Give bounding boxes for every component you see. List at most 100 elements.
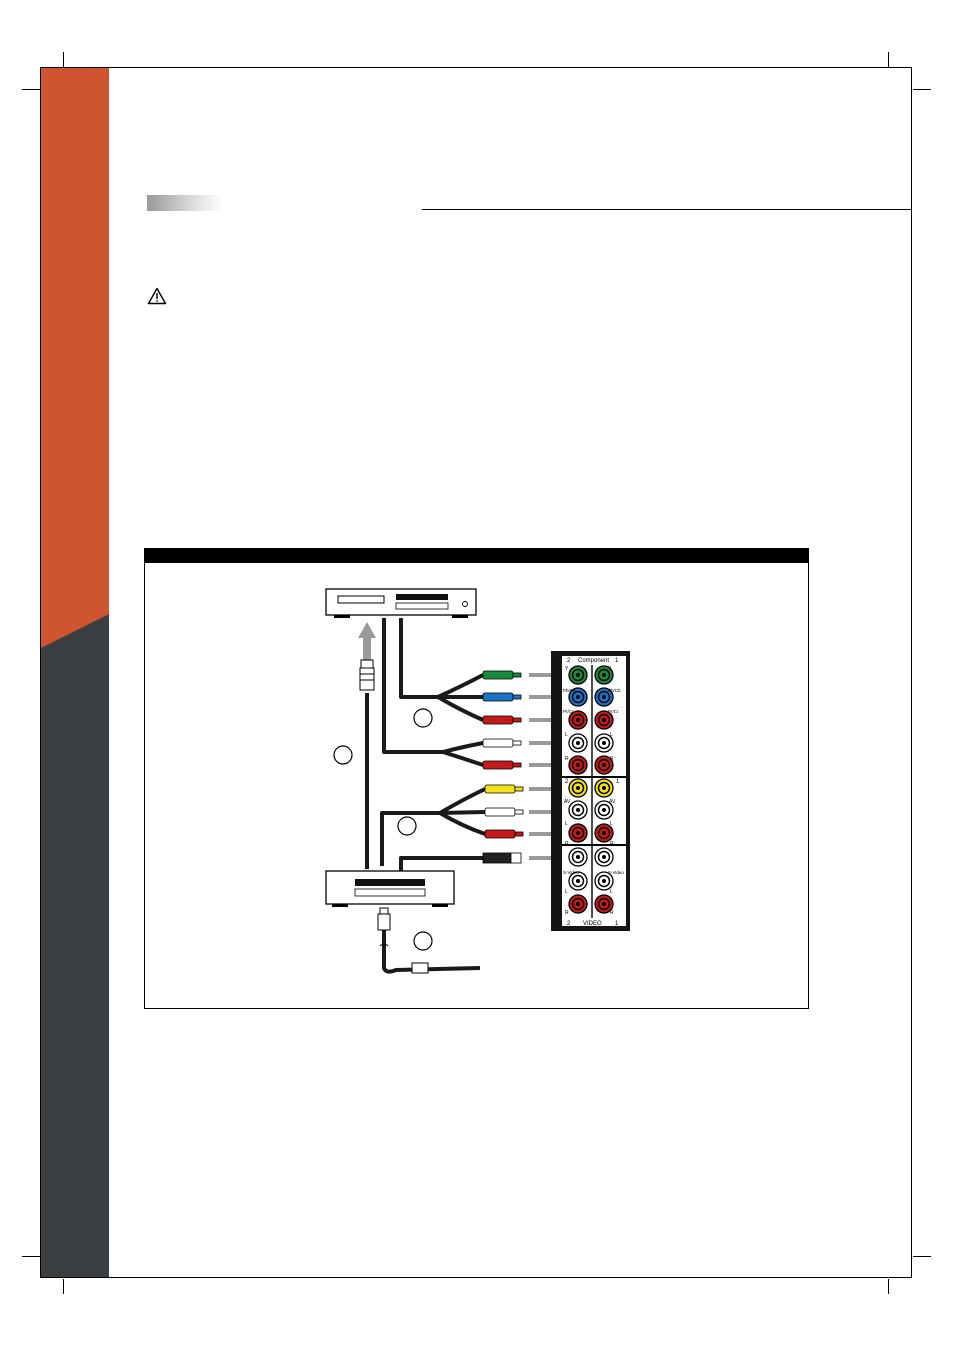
jack-pin xyxy=(576,879,580,883)
jack-ring xyxy=(597,897,611,911)
jack-ring xyxy=(571,826,585,840)
label-video-l-right: L xyxy=(610,889,613,895)
label-r-left: R xyxy=(565,756,569,762)
video-col-right: 1 xyxy=(615,921,619,927)
plug-white-2 xyxy=(484,807,524,817)
jack-ring xyxy=(597,850,611,864)
video-footer: VIDEO xyxy=(583,921,602,927)
av-col-right: 1 xyxy=(616,779,620,785)
jack-pin xyxy=(576,831,580,835)
component-cable xyxy=(399,618,438,699)
jack-pin xyxy=(602,763,606,767)
label-pb-right: Pb/Cb xyxy=(608,688,621,693)
crop-mark-bl-h xyxy=(22,1256,40,1257)
plug-red-1 xyxy=(482,760,522,770)
vcr xyxy=(325,870,455,907)
jack-pin xyxy=(602,786,606,790)
label-l-left: L xyxy=(565,732,568,738)
jack-pin xyxy=(602,831,606,835)
section-heading-rule xyxy=(422,209,911,210)
jack-ring xyxy=(597,690,611,704)
label-video-r-right: R xyxy=(610,910,614,916)
jack-pin xyxy=(602,808,606,812)
jack-ring xyxy=(571,897,585,911)
circle-marker-icon xyxy=(333,708,433,951)
jack-pin xyxy=(602,879,606,883)
label-video-r-left: R xyxy=(565,910,569,916)
jack-ring xyxy=(571,736,585,750)
rca-plugs xyxy=(482,670,524,864)
side-band xyxy=(41,68,109,1277)
component-col-right: 1 xyxy=(615,658,619,664)
rf-connector xyxy=(359,659,375,691)
component-header: Component xyxy=(578,658,609,664)
connection-diagram-box xyxy=(144,548,809,1009)
jack-pin xyxy=(576,673,580,677)
label-svideo-left: S-Video xyxy=(563,870,579,875)
arrow-up-icon xyxy=(358,622,376,660)
connection-diagram-header xyxy=(145,549,808,563)
jack-ring xyxy=(597,781,611,795)
label-pr-left: Pr/Cr xyxy=(563,709,574,714)
crop-mark-bl-v xyxy=(63,1279,64,1294)
antenna-cable xyxy=(382,930,481,974)
crop-mark-tr-h xyxy=(913,89,931,90)
jack-ring xyxy=(571,668,585,682)
plug-white-1 xyxy=(482,738,522,748)
label-video-l-left: L xyxy=(565,889,568,895)
section-heading-bar xyxy=(147,195,223,211)
audio-cable-1 xyxy=(382,618,443,754)
page-frame xyxy=(40,67,912,1278)
jack-ring xyxy=(597,803,611,817)
component-col-left: 2 xyxy=(567,658,571,664)
label-av-left: AV xyxy=(564,799,571,805)
plug-svideo xyxy=(482,852,522,864)
label-r-right: R xyxy=(610,756,614,762)
jack-pin xyxy=(602,855,606,859)
jack-pin xyxy=(576,718,580,722)
jack-ring xyxy=(597,826,611,840)
svideo-cable xyxy=(399,856,483,871)
label-pb-left: Pb/Cb xyxy=(563,688,576,693)
jack-pin xyxy=(602,902,606,906)
plug-yellow xyxy=(484,784,524,794)
jack-ring xyxy=(597,736,611,750)
label-av-l-right: L xyxy=(610,821,613,827)
jack-ring xyxy=(571,713,585,727)
warning-triangle-icon xyxy=(147,287,167,305)
jack-pin xyxy=(602,718,606,722)
label-av-l-left: L xyxy=(565,821,568,827)
label-y-left: Y xyxy=(565,666,569,672)
plug-green xyxy=(482,670,522,680)
jack-ring xyxy=(571,874,585,888)
label-y-right: Y xyxy=(608,666,612,672)
plug-red-pr xyxy=(482,715,522,725)
crop-mark-br-v xyxy=(888,1279,889,1294)
jack-pin xyxy=(602,695,606,699)
jack-ring xyxy=(571,690,585,704)
av-cable xyxy=(380,811,440,866)
crop-mark-tl-h xyxy=(22,89,40,90)
jack-ring xyxy=(571,803,585,817)
jack-ring xyxy=(597,713,611,727)
jack-pin xyxy=(576,855,580,859)
crop-mark-tl-v xyxy=(63,52,64,67)
jack-pin xyxy=(602,741,606,745)
jack-pin xyxy=(576,763,580,767)
label-av-r-right: R xyxy=(610,841,614,847)
video-col-left: 2 xyxy=(567,921,571,927)
connection-diagram: 2 Component 1 Y Y Pb/Cb Pb/Cb Pr/Cr Pr/C… xyxy=(325,588,630,974)
jack-ring xyxy=(571,850,585,864)
plug-red-2 xyxy=(484,829,524,839)
crop-mark-br-h xyxy=(913,1256,931,1257)
dvd-player xyxy=(325,588,477,618)
antenna-connector xyxy=(377,907,429,974)
av-col-left: 2 xyxy=(565,779,569,785)
jack-ring xyxy=(597,758,611,772)
plug-blue xyxy=(482,692,522,702)
jack-pin xyxy=(576,695,580,699)
jack-ring xyxy=(597,668,611,682)
label-svideo-right: S-Video xyxy=(608,870,624,875)
jack-ring xyxy=(571,758,585,772)
jack-pin xyxy=(576,902,580,906)
